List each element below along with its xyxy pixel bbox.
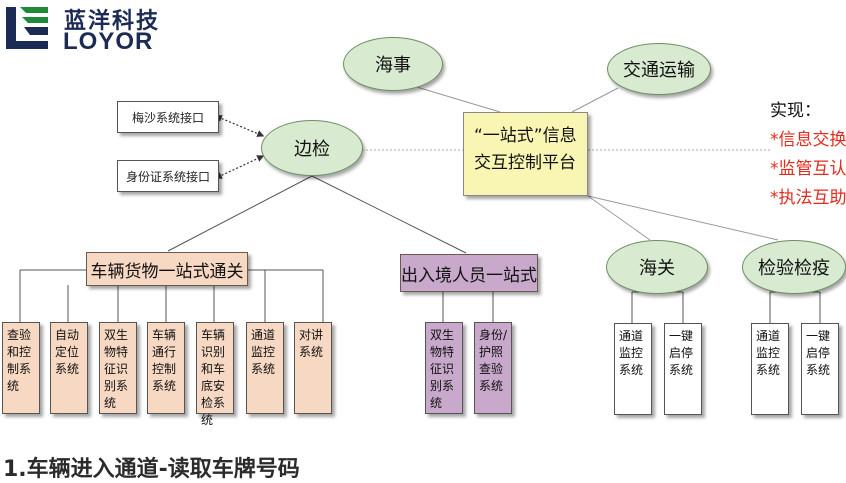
jianyan-bracket — [769, 291, 821, 323]
ellipse-jianyan: 检验检疫 — [742, 240, 846, 294]
link-meisha — [214, 115, 265, 137]
vehicle-system-box: 车辆通行控制系统 — [147, 322, 185, 414]
logo-chinese-name: 蓝洋科技 — [64, 9, 161, 34]
link-center-haiguan — [587, 195, 651, 241]
ellipse-jiaotong: 交通运输 — [607, 43, 711, 95]
link-jiaotong-center — [571, 87, 619, 113]
people-system-box: 双生物特征识别系统 — [425, 322, 463, 414]
realize-item: *执法互助 — [770, 188, 846, 208]
link-center-jianyan — [587, 195, 779, 241]
company-logo: 蓝洋科技 LOYOR — [4, 3, 164, 55]
vehicle-system-box: 对讲系统 — [294, 322, 332, 414]
caption-step: 1.车辆进入通道-读取车牌号码 — [3, 457, 300, 482]
logo-english-name: LOYOR — [63, 28, 154, 55]
haiguan-bracket — [631, 291, 684, 323]
realize-item: *监管互认 — [770, 159, 846, 179]
shenfenzheng-interface-box: 身份证系统接口 — [117, 160, 219, 192]
haiguan-system-box: 通道监控系统 — [614, 323, 652, 415]
ellipse-haiguan: 海关 — [606, 240, 708, 294]
realize-item: *信息交换 — [770, 130, 846, 150]
realize-block: 实现： *信息交换 *监管互认 *执法互助 — [770, 97, 846, 213]
link-bianjian-vehicle — [167, 175, 313, 252]
link-shenfenzheng — [214, 155, 265, 179]
vehicle-system-box: 查验和控制系统 — [2, 322, 40, 414]
vehicle-cargo-header: 车辆货物一站式通关 — [86, 252, 248, 286]
realize-title: 实现： — [770, 101, 821, 121]
jianyan-system-box: 一键启停系统 — [801, 323, 839, 415]
vehicle-system-box: 自动定位系统 — [50, 322, 88, 414]
link-bianjian-people — [311, 175, 467, 254]
center-platform-line2: 交互控制平台 — [474, 153, 576, 173]
people-system-box: 身份/护照查验系统 — [474, 322, 512, 414]
ellipse-haishi: 海事 — [343, 37, 443, 91]
people-bracket — [442, 292, 494, 322]
ellipse-bianjian: 边检 — [261, 120, 363, 176]
center-platform-line1: “一站式”信息 — [474, 126, 577, 146]
vehicle-system-box: 双生物特征识别系统 — [99, 322, 137, 414]
vehicle-system-box: 通道监控系统 — [246, 322, 284, 414]
vehicle-bracket — [19, 269, 324, 322]
people-header: 出入境人员一站式 — [400, 254, 538, 292]
haiguan-system-box: 一键启停系统 — [664, 323, 702, 415]
logo-mark-icon — [6, 7, 48, 49]
center-platform-box: “一站式”信息 交互控制平台 — [463, 112, 588, 196]
vehicle-system-box: 车辆识别和车底安检系统 — [196, 322, 234, 427]
jianyan-system-box: 通道监控系统 — [751, 323, 789, 415]
meisha-interface-box: 梅沙系统接口 — [117, 101, 219, 133]
